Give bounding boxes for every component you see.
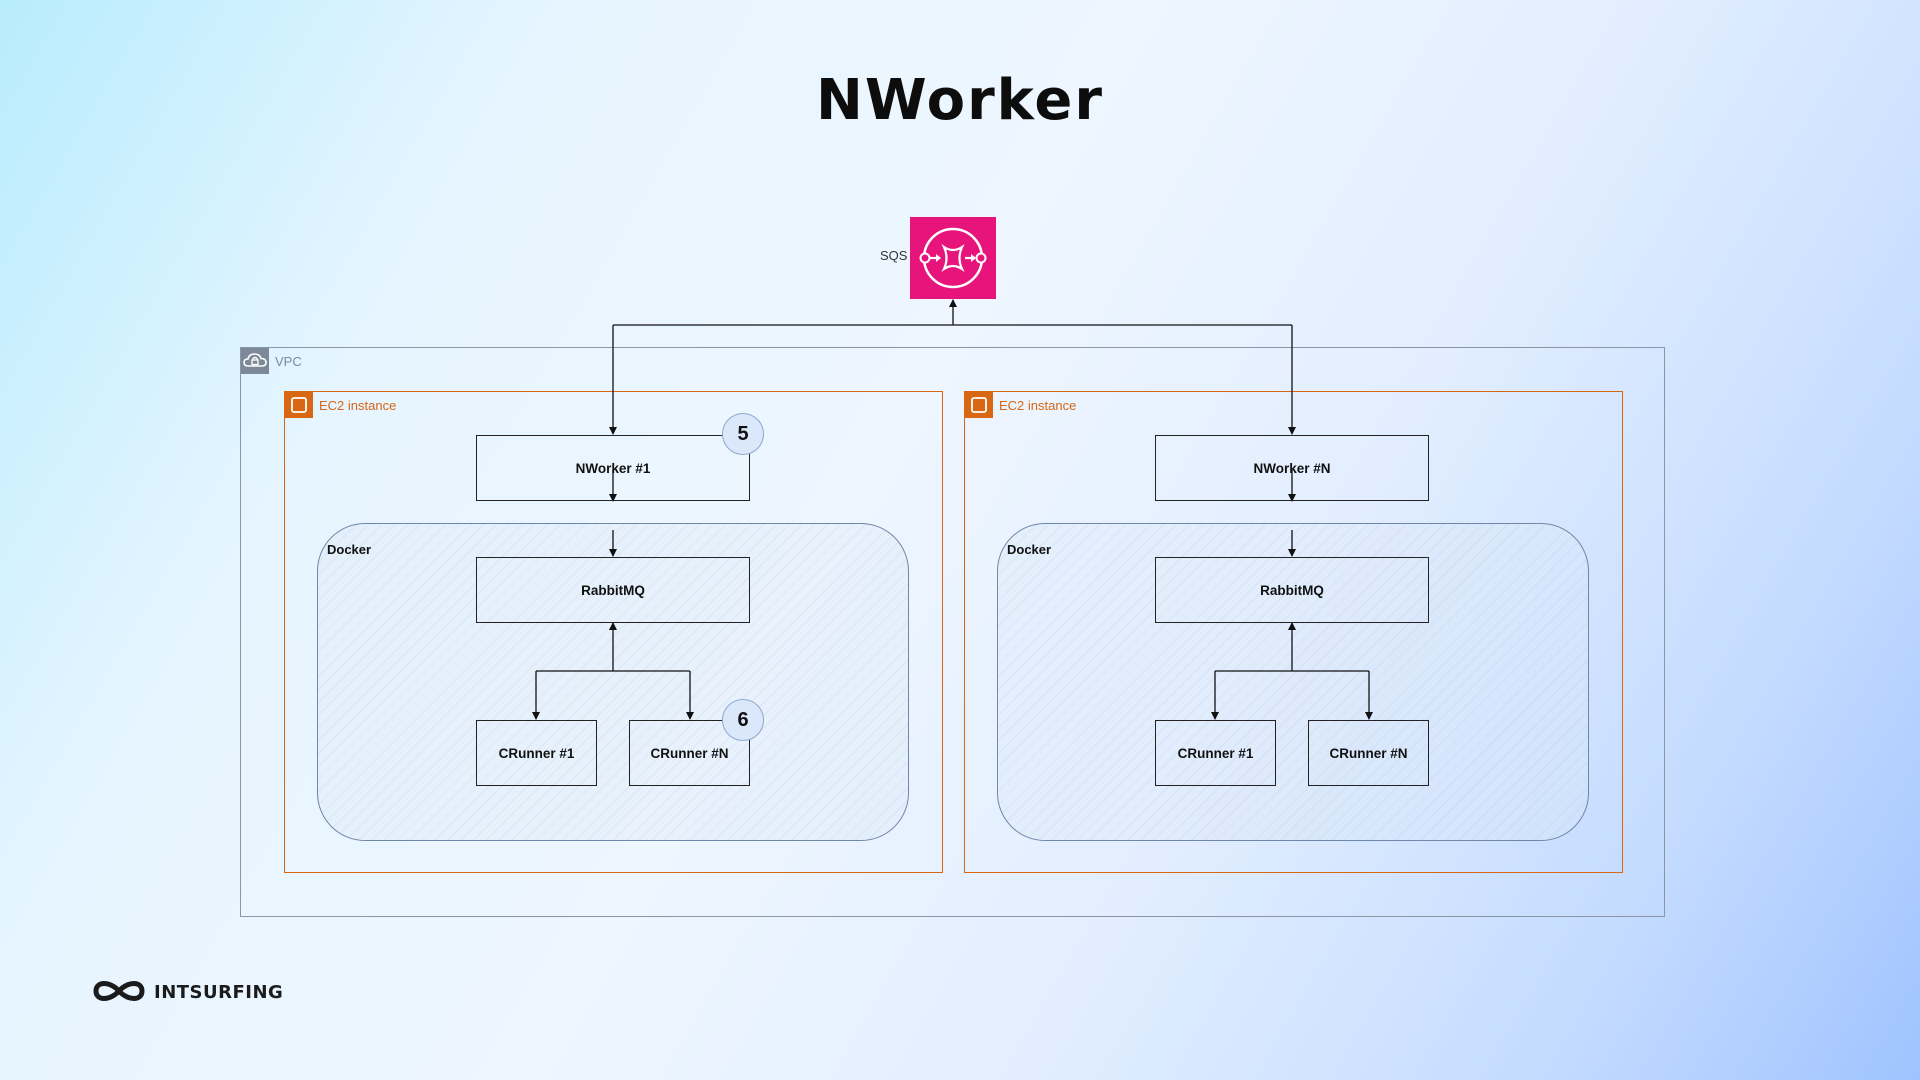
crunner-last-node-2: CRunner #N — [1308, 720, 1429, 786]
docker-label: Docker — [327, 542, 372, 557]
docker-group-1: Docker — [317, 523, 909, 841]
brand-name: INTSURFING — [154, 982, 284, 1003]
ec2-instance-icon — [285, 392, 313, 418]
crunner-first-node-2: CRunner #1 — [1155, 720, 1276, 786]
rabbitmq-node-1: RabbitMQ — [476, 557, 750, 623]
crunner-first-node-1: CRunner #1 — [476, 720, 597, 786]
vpc-label: VPC — [275, 354, 302, 369]
crunner-last-node-1: CRunner #N — [629, 720, 750, 786]
page-title: NWorker — [815, 68, 1105, 133]
intsurfing-logo-icon — [90, 976, 152, 1006]
ec2-instance-label: EC2 instance — [999, 398, 1077, 413]
docker-label: Docker — [1007, 542, 1052, 557]
docker-group-2: Docker — [997, 523, 1589, 841]
step-badge-6: 6 — [722, 699, 764, 741]
vpc-group: VPC — [240, 347, 1665, 917]
sqs-queue-icon — [910, 217, 996, 299]
cloud-vpc-icon — [241, 348, 269, 374]
step-badge-5: 5 — [722, 413, 764, 455]
rabbitmq-node-2: RabbitMQ — [1155, 557, 1429, 623]
ec2-instance-icon — [965, 392, 993, 418]
ec2-instance-group-2: EC2 instance — [964, 391, 1623, 873]
ec2-instance-label: EC2 instance — [319, 398, 397, 413]
sqs-label: SQS — [880, 248, 908, 263]
nworker-node-1: NWorker #1 — [476, 435, 750, 501]
nworker-node-2: NWorker #N — [1155, 435, 1429, 501]
